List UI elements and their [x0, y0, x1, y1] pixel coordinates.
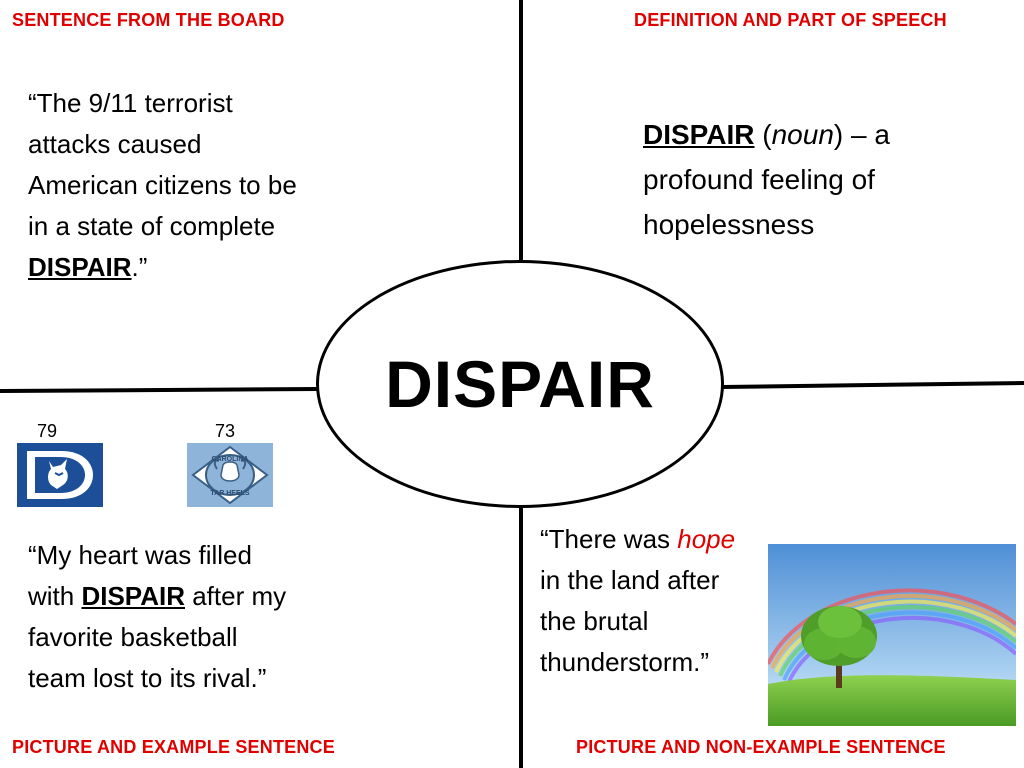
board-sentence-word: DISPAIR: [28, 252, 132, 282]
definition-line-2: profound feeling of: [643, 164, 875, 195]
divider-right-horizontal: [721, 381, 1024, 389]
heading-top-right: DEFINITION AND PART OF SPEECH: [634, 10, 947, 30]
duke-blue-devil-icon: [27, 451, 93, 499]
rainbow-tree-image: [768, 544, 1016, 726]
example-line-4: team lost to its rival.”: [28, 663, 267, 693]
non-example-line-3: the brutal: [540, 606, 649, 636]
definition-word: DISPAIR: [643, 119, 755, 150]
example-line-3: favorite basketball: [28, 622, 238, 652]
definition: DISPAIR (noun) – a profound feeling of h…: [643, 112, 890, 247]
unc-tar-heels-icon: CAROLINA TAR HEELS: [191, 445, 269, 505]
board-sentence-line-1: “The 9/11 terrorist: [28, 88, 233, 118]
heading-top-left: SENTENCE FROM THE BOARD: [12, 10, 285, 30]
board-sentence-line-2: attacks caused: [28, 129, 202, 159]
non-example-line-1: “There was hope: [540, 519, 735, 560]
board-sentence-end: .”: [131, 252, 148, 282]
non-example-line-4: thunderstorm.”: [540, 647, 710, 677]
unc-logo-text-bottom: TAR HEELS: [210, 490, 249, 497]
score-duke: 79: [37, 421, 58, 441]
example-after: after my: [185, 581, 287, 611]
board-sentence-line-4: in a state of complete: [28, 211, 276, 241]
example-line-1: “My heart was filled: [28, 540, 252, 570]
definition-line-1: DISPAIR (noun) – a: [643, 112, 890, 157]
definition-rest: ) – a: [833, 119, 890, 150]
center-word: DISPAIR: [385, 347, 655, 421]
definition-open-paren: (: [754, 119, 772, 150]
board-sentence-line-5: DISPAIR.”: [28, 247, 297, 288]
divider-left-horizontal: [0, 387, 319, 393]
board-sentence-line-3: American citizens to be: [28, 170, 297, 200]
heading-bottom-right: PICTURE AND NON-EXAMPLE SENTENCE: [576, 737, 946, 757]
board-sentence: “The 9/11 terrorist attacks caused Ameri…: [28, 83, 297, 288]
duke-logo: [17, 443, 103, 507]
example-word: DISPAIR: [81, 581, 185, 611]
non-example-line-2: in the land after: [540, 565, 720, 595]
unc-logo-text-top: CAROLINA: [212, 456, 249, 463]
example-line-2: with DISPAIR after my: [28, 576, 286, 617]
unc-logo: CAROLINA TAR HEELS: [187, 443, 273, 507]
example-sentence: “My heart was filled with DISPAIR after …: [28, 535, 286, 699]
heading-bottom-left: PICTURE AND EXAMPLE SENTENCE: [12, 737, 335, 757]
definition-line-3: hopelessness: [643, 209, 815, 240]
definition-part-of-speech: noun: [771, 119, 834, 150]
rainbow-tree-photo: [768, 544, 1016, 726]
example-with: with: [28, 581, 82, 611]
non-example-start: “There was: [540, 524, 678, 554]
non-example-hope: hope: [677, 524, 736, 554]
center-oval: DISPAIR: [316, 260, 724, 508]
score-unc: 73: [215, 421, 236, 441]
non-example-sentence: “There was hope in the land after the br…: [540, 519, 735, 683]
